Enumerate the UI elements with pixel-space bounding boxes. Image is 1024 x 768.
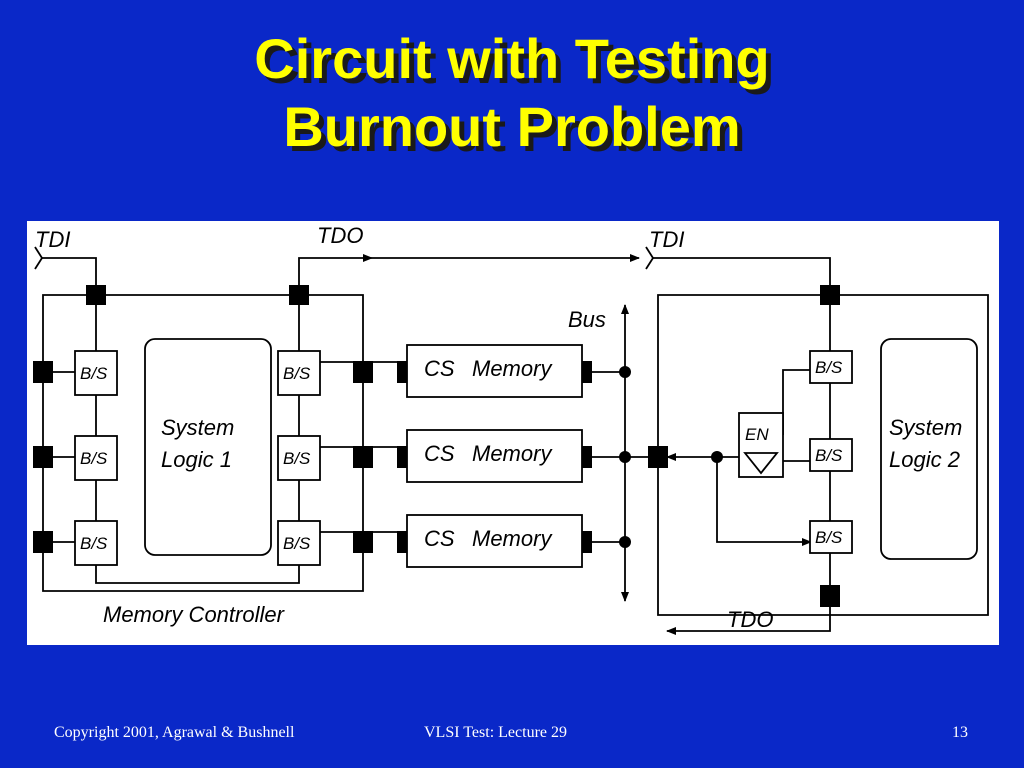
tdo-bottom-label: TDO [727, 607, 773, 632]
system-logic-1-line-1: System [161, 415, 234, 440]
system-logic-2-box [880, 338, 978, 560]
cs-label: CS [424, 356, 455, 381]
memory-label: Memory [472, 356, 553, 381]
bs-label: B/S [815, 528, 843, 547]
system-logic-2-line-1: System [889, 415, 962, 440]
bs-label: B/S [283, 534, 311, 553]
terminal [648, 446, 668, 468]
terminal [33, 446, 53, 468]
bs-label: B/S [283, 364, 311, 383]
bs-cell [809, 350, 853, 384]
bus-junction [619, 366, 631, 378]
bs-cell [277, 350, 321, 396]
bs-cell [74, 435, 118, 481]
bus-junction [619, 536, 631, 548]
circuit-diagram: TDI TDO TDI TDO Bus B/S B/S B/S B/S B/S … [27, 221, 999, 645]
terminal [353, 446, 373, 468]
bs-cell [277, 520, 321, 566]
footer-page-number: 13 [952, 724, 968, 741]
bs-label: B/S [80, 449, 108, 468]
bs-label: B/S [815, 358, 843, 377]
terminal [289, 285, 309, 305]
junction [711, 451, 723, 463]
tdi-left-label: TDI [35, 227, 70, 252]
cs-label: CS [424, 526, 455, 551]
terminal [33, 361, 53, 383]
bs-label: B/S [283, 449, 311, 468]
memory-label: Memory [472, 526, 553, 551]
en-label: EN [745, 425, 769, 444]
system-logic-2-line-2: Logic 2 [889, 447, 960, 472]
tdi-right-label: TDI [649, 227, 684, 252]
terminal [820, 585, 840, 607]
bs-label: B/S [80, 364, 108, 383]
bs-cell [74, 520, 118, 566]
terminal [33, 531, 53, 553]
terminal [86, 285, 106, 305]
buffer-triangle-icon [743, 452, 779, 475]
memory-label: Memory [472, 441, 553, 466]
terminal [353, 361, 373, 383]
memory-controller-label: Memory Controller [103, 602, 286, 627]
cs-memory-box [406, 344, 583, 398]
bus-label: Bus [568, 307, 606, 332]
bs-cell [809, 438, 853, 472]
bs-cell [809, 520, 853, 554]
tdo-top-label: TDO [317, 223, 363, 248]
slide-title-line-1: Circuit with Testing [254, 27, 770, 90]
terminal [353, 531, 373, 553]
terminal [820, 285, 840, 305]
cs-memory-box [406, 514, 583, 568]
system-logic-1-box [144, 338, 272, 556]
bs-label: B/S [80, 534, 108, 553]
bs-label: B/S [815, 446, 843, 465]
cs-memory-box [406, 429, 583, 483]
slide-title-line-2: Burnout Problem [283, 95, 741, 158]
cs-label: CS [424, 441, 455, 466]
bs-cell [277, 435, 321, 481]
system-logic-1-line-2: Logic 1 [161, 447, 232, 472]
footer-copyright: Copyright 2001, Agrawal & Bushnell [54, 724, 295, 741]
bus-junction [619, 451, 631, 463]
tdo-wire [298, 257, 363, 295]
bs-cell [74, 350, 118, 396]
footer-course: VLSI Test: Lecture 29 [424, 724, 567, 741]
